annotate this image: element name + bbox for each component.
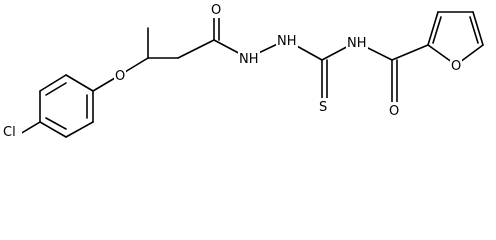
furan-double-bond	[432, 16, 442, 44]
ring-bond	[65, 74, 94, 92]
furan-bond	[472, 11, 484, 46]
nh-backing	[276, 32, 298, 48]
o-backing	[114, 67, 126, 83]
furan-bond	[427, 11, 439, 46]
ring-double-bond	[45, 82, 67, 96]
chlorophenyl-ring	[39, 74, 94, 138]
carbonyl-oxygen-left-atom: O	[211, 3, 221, 18]
hydrazide-nh-left-atom: NH	[239, 52, 259, 67]
furan-oxygen-atom: O	[451, 59, 461, 74]
cl-backing	[2, 123, 22, 139]
ring-bond	[39, 74, 67, 92]
o-backing	[210, 2, 222, 18]
nh-backing	[346, 34, 368, 50]
hydrazide-nh-right-atom: NH	[277, 34, 297, 49]
chlorine-atom: Cl	[3, 125, 16, 140]
ring-double-bond	[45, 117, 67, 130]
nh-backing	[238, 50, 260, 66]
chemical-structure: Cl O O NH NH NH S O O	[2, 2, 484, 140]
carbonyl-oxygen-right-atom: O	[389, 104, 399, 119]
thione-sulfur-atom: S	[319, 100, 327, 115]
c-c-bond	[177, 39, 215, 59]
o-backing	[450, 57, 462, 73]
o-backing	[388, 102, 400, 118]
furan-double-bond	[469, 16, 479, 44]
s-backing	[318, 98, 330, 114]
c-cl-bond	[19, 121, 41, 135]
ring-bond	[65, 121, 94, 138]
molecule-canvas: Cl O O NH NH NH S O O	[2, 2, 484, 140]
thioamide-nh-atom: NH	[347, 36, 367, 51]
co-furan-bond	[391, 44, 429, 61]
ring-bond	[39, 121, 67, 138]
ether-oxygen-atom: O	[115, 69, 125, 84]
